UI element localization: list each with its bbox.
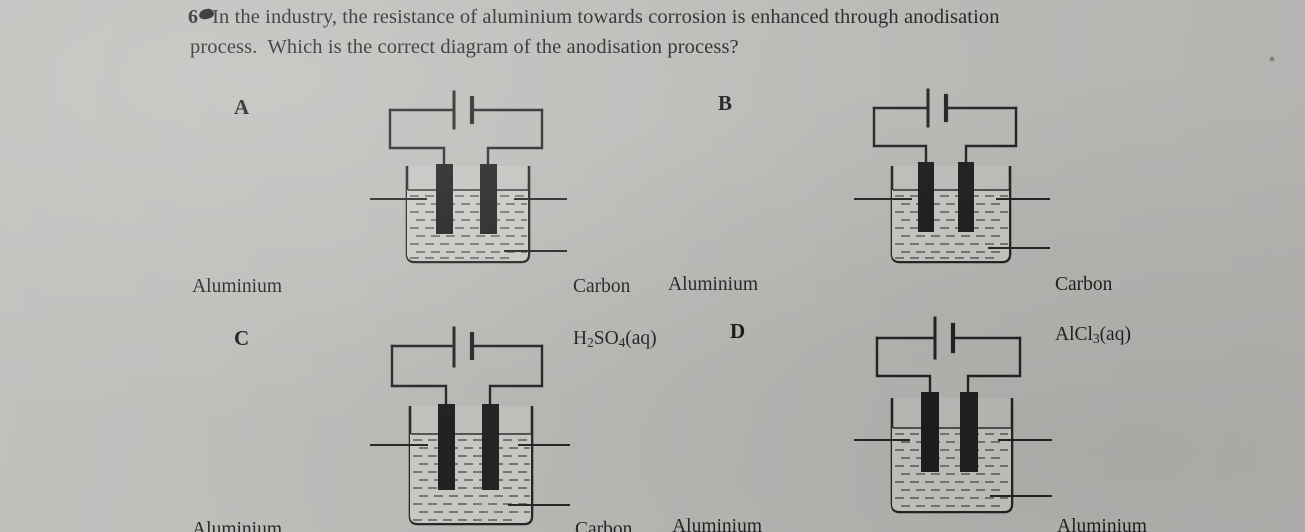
option-a-letter: A xyxy=(234,95,250,119)
option-a[interactable]: A xyxy=(192,86,692,350)
electrolyte-liquid xyxy=(407,190,528,261)
option-b[interactable]: B xyxy=(668,86,1172,346)
option-b-electrolyte-label: AlCl3(aq) xyxy=(1055,324,1131,346)
electrolyte-liquid xyxy=(410,434,531,523)
option-b-left-electrode-label: Aluminium xyxy=(668,274,758,295)
wire-left-limb xyxy=(875,336,932,396)
question-text-1: In the industry, the resistance of alumi… xyxy=(212,6,1000,28)
option-c-diagram xyxy=(370,326,570,526)
electrolyte-liquid xyxy=(892,428,1011,511)
question-number: 6 xyxy=(188,2,215,32)
option-c-right-electrode-label: Carbon xyxy=(575,519,633,532)
option-a-electrolyte-label: H2SO4(aq) xyxy=(573,328,657,350)
electrolyte-liquid xyxy=(892,190,1009,261)
option-d[interactable]: D xyxy=(672,316,1172,532)
left-electrode-rod-c xyxy=(438,404,455,490)
wire-right-limb xyxy=(486,108,544,168)
option-c-left-electrode-label: Aluminium xyxy=(192,519,282,532)
option-c[interactable]: C xyxy=(192,316,692,532)
option-b-right-electrode-label: Carbon xyxy=(1055,274,1113,295)
wire-left-limb xyxy=(388,108,446,168)
right-electrode-rod-d xyxy=(960,392,978,472)
wire-left-limb xyxy=(390,344,448,408)
wire-right-limb xyxy=(966,336,1022,396)
left-electrode-rod-d xyxy=(921,392,939,472)
option-b-diagram xyxy=(854,88,1050,264)
right-electrode-rod-c xyxy=(482,404,499,490)
right-electrode-rod-b xyxy=(958,162,974,232)
wire-right-limb xyxy=(964,106,1018,166)
left-electrode-rod-b xyxy=(918,162,934,232)
option-c-letter: C xyxy=(234,326,250,350)
question-line-2: process. Which is the correct diagram of… xyxy=(190,36,739,58)
wire-left-limb xyxy=(872,106,928,166)
option-a-left-electrode-label: Aluminium xyxy=(192,276,282,297)
option-a-right-electrode-label: Carbon xyxy=(573,276,631,297)
left-electrode-rod-a xyxy=(436,164,453,234)
paper-speck-icon xyxy=(1270,57,1274,61)
option-b-letter: B xyxy=(718,91,733,115)
right-electrode-rod-a xyxy=(480,164,497,234)
beaker-b xyxy=(890,166,1012,264)
option-a-diagram xyxy=(370,90,567,264)
option-d-right-electrode-label: Aluminium xyxy=(1057,516,1147,532)
option-d-diagram xyxy=(854,316,1052,514)
beaker-a xyxy=(405,166,531,264)
beaker-c xyxy=(408,406,534,526)
wire-right-limb xyxy=(488,344,544,408)
option-d-left-electrode-label: Aluminium xyxy=(672,516,762,532)
option-d-letter: D xyxy=(730,319,746,343)
